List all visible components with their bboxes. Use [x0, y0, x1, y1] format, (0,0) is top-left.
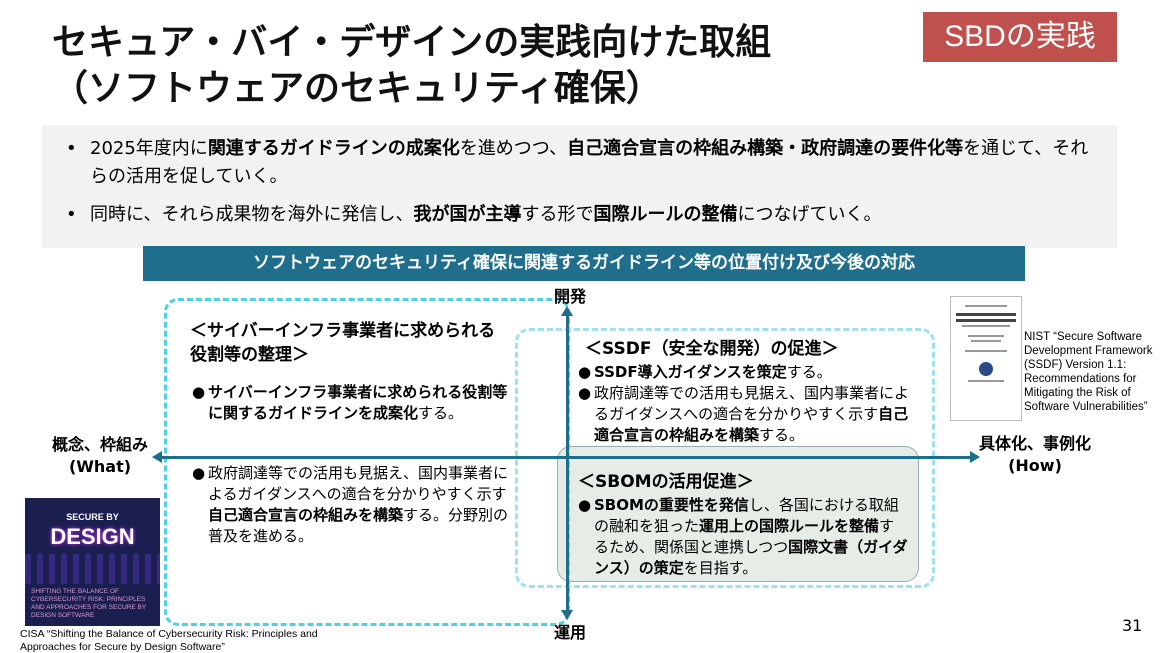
title-line1: セキュア・バイ・デザインの実践向けた取組 — [52, 22, 772, 63]
arrow-left-icon — [152, 451, 162, 463]
text: する。 — [759, 426, 805, 444]
text: を通じて、それらの活用を促していく。 — [90, 138, 1089, 187]
text: を目指す。 — [683, 559, 758, 577]
text-bold: 我が国が主導 — [413, 204, 522, 225]
text-bold: 関連するガイドラインの成案化 — [207, 138, 460, 159]
axis-label-development: 開発 — [553, 287, 586, 306]
cisa-cover-image: SECURE BY DESIGN SHIFTING THE BALANCE OF… — [25, 498, 160, 626]
doc-line — [968, 380, 1004, 382]
text: 政府調達等での活用も見据え、国内事業者によるガイダンスへの適合を分かりやすく示す — [594, 384, 910, 423]
sbom-box — [557, 446, 919, 582]
cisa-caption: CISA “Shifting the Balance of Cybersecur… — [20, 628, 318, 653]
text: する。 — [786, 363, 832, 381]
text-bold: サイバーインフラ事業者に求められる役割等に関するガイドラインを成案化 — [208, 383, 508, 422]
bullet-dot: ● — [578, 496, 592, 514]
arrow-down-icon — [561, 610, 573, 620]
cyber-item-1: ● サイバーインフラ事業者に求められる役割等に関するガイドラインを成案化する。 — [192, 382, 512, 424]
bullet-dot: ● — [192, 383, 206, 401]
doc-line — [956, 313, 1016, 316]
text-bold: 自己適合宣言の枠組み構築・政府調達の要件化等 — [567, 138, 964, 159]
bullet-dot: • — [66, 204, 77, 225]
title-line2: （ソフトウェアのセキュリティ確保） — [52, 68, 662, 109]
text-bold: SBOMの重要性を発信 — [594, 496, 749, 514]
doc-line — [956, 319, 1016, 322]
text-bold: 自己適合宣言の枠組みを構築 — [594, 405, 909, 444]
summary-bullet-1: • 2025年度内に関連するガイドラインの成案化を進めつつ、自己適合宣言の枠組み… — [66, 135, 1097, 191]
axis-label-what-line1: 概念、枠組み — [51, 435, 148, 454]
ssdf-items: ● SSDF導入ガイダンスを策定する。 ● 政府調達等での活用も見据え、国内事業… — [578, 362, 923, 446]
section-badge: SBDの実践 — [923, 12, 1117, 62]
text: する。 — [418, 404, 464, 422]
cover-text-design: DESIGN — [50, 524, 135, 549]
ssdf-heading: ＜SSDF（安全な開発）の促進＞ — [585, 339, 839, 359]
section-banner: ソフトウェアのセキュリティ確保に関連するガイドライン等の位置付け及び今後の対応 — [143, 246, 1025, 281]
ssdf-item-1: ● SSDF導入ガイダンスを策定する。 — [578, 362, 923, 383]
text-bold: SSDF導入ガイダンスを策定 — [594, 363, 787, 381]
doc-line — [968, 335, 1004, 337]
nist-document-thumbnail — [950, 296, 1022, 421]
text: 同時に、それら成果物を海外に発信し、 — [90, 204, 414, 225]
axis-label-how: 具体化、事例化 (How) — [960, 433, 1110, 477]
text: 2025年度内に — [90, 138, 208, 159]
bullet-dot: ● — [192, 464, 206, 482]
axis-label-how-line2: (How) — [1008, 456, 1062, 475]
arrow-right-icon — [970, 451, 980, 463]
text: する形で — [521, 204, 594, 225]
horizontal-axis — [160, 456, 972, 459]
doc-line — [971, 340, 1001, 342]
bullet-dot: ● — [578, 363, 592, 381]
summary-bullet-2: • 同時に、それら成果物を海外に発信し、我が国が主導する形で国際ルールの整備につ… — [66, 201, 1097, 229]
ssdf-item-2: ● 政府調達等での活用も見据え、国内事業者によるガイダンスへの適合を分かりやすく… — [578, 383, 923, 446]
summary-box: • 2025年度内に関連するガイドラインの成案化を進めつつ、自己適合宣言の枠組み… — [42, 125, 1117, 248]
doc-line — [965, 350, 1007, 352]
page-number: 31 — [1122, 616, 1143, 635]
cyber-item-2: ● 政府調達等での活用も見据え、国内事業者によるガイダンスへの適合を分かりやすく… — [192, 463, 512, 547]
text: する。分野別の普及を進める。 — [208, 506, 509, 545]
text: 政府調達等での活用も見据え、国内事業者によるガイダンスへの適合を分かりやすく示す — [208, 464, 509, 503]
doc-line — [965, 305, 1007, 307]
sbom-item: ● SBOMの重要性を発信し、各国における取組の融和を狙った運用上の国際ルールを… — [578, 495, 908, 579]
arrow-up-icon — [561, 306, 573, 316]
text-bold: 自己適合宣言の枠組みを構築 — [208, 506, 404, 524]
axis-label-what-line2: (What) — [68, 457, 132, 476]
text-bold: 運用上の国際ルールを整備 — [699, 517, 880, 535]
cyber-heading: ＜サイバーインフラ事業者に求められる役割等の整理＞ — [190, 321, 496, 365]
doc-line — [962, 325, 1010, 327]
text: を進めつつ、 — [459, 138, 568, 159]
bullet-dot: • — [66, 138, 77, 159]
axis-label-how-line1: 具体化、事例化 — [978, 434, 1091, 453]
text-bold: 国際ルールの整備 — [593, 204, 738, 225]
axis-label-what: 概念、枠組み (What) — [30, 434, 170, 478]
sbom-heading: ＜SBOMの活用促進＞ — [578, 472, 754, 492]
vertical-axis — [566, 314, 569, 613]
nist-caption: NIST “Secure Software Development Framew… — [1024, 331, 1153, 413]
text: するため、関係国と連携しつつ — [594, 517, 895, 556]
bullet-dot: ● — [578, 384, 592, 402]
text-bold: 国際文書（ガイダンス）の策定 — [594, 538, 908, 577]
text: につなげていく。 — [737, 204, 882, 225]
page-title: セキュア・バイ・デザインの実践向けた取組 （ソフトウェアのセキュリティ確保） — [52, 20, 912, 112]
axis-label-operation: 運用 — [553, 623, 586, 642]
cover-subtitle: SHIFTING THE BALANCE OF CYBERSECURITY RI… — [31, 588, 147, 619]
text: し、各国における取組の融和を狙った — [594, 496, 899, 535]
nist-seal-icon — [979, 362, 993, 376]
cover-text-secure-by: SECURE BY — [66, 512, 119, 522]
cover-decoration — [25, 554, 160, 584]
